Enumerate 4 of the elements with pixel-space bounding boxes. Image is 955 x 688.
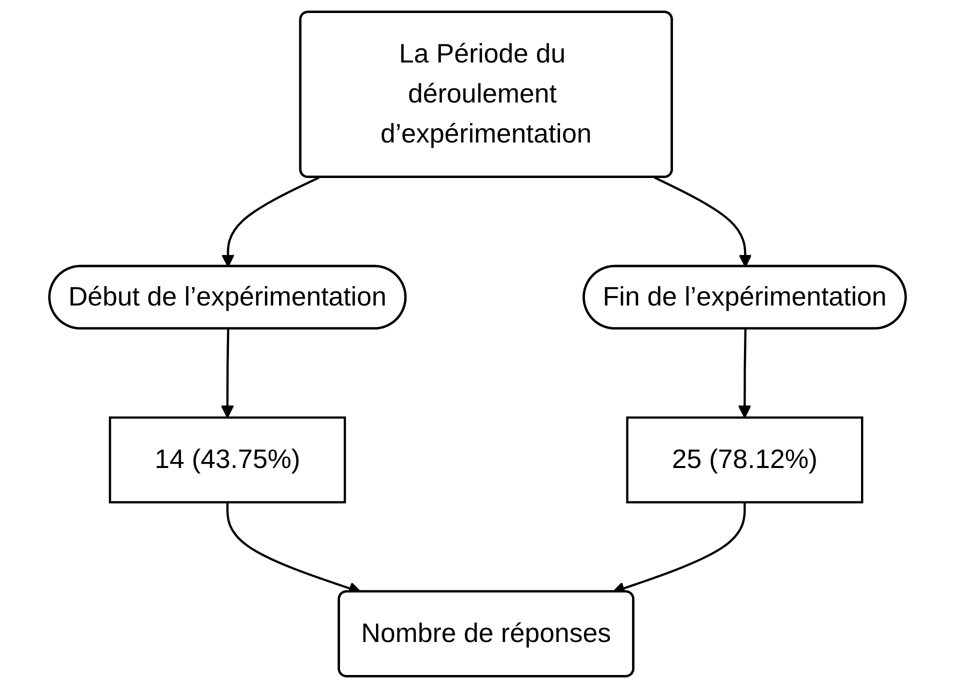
arrow xyxy=(738,329,752,418)
node-box: 25 (78.12%) xyxy=(626,416,864,504)
arrow xyxy=(220,329,234,418)
node-box: 14 (43.75%) xyxy=(108,416,346,504)
